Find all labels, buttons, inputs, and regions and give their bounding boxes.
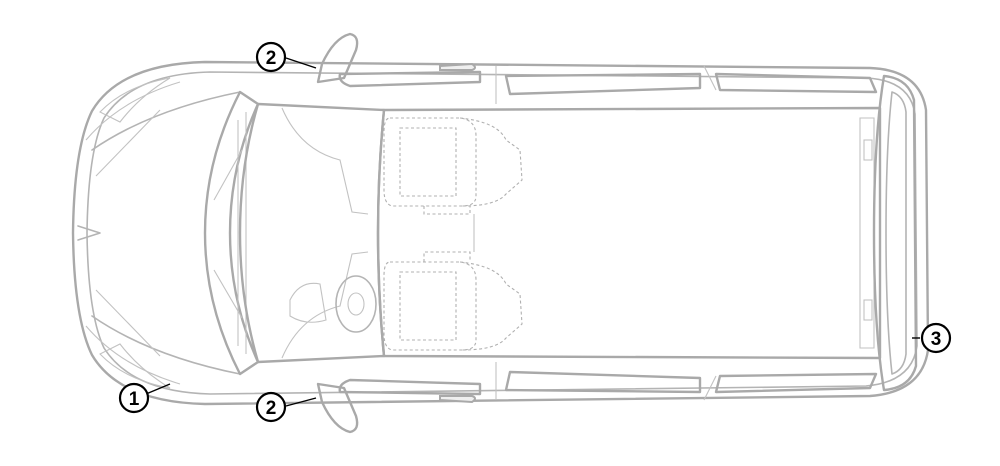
- cargo-area-outline: [376, 106, 882, 360]
- sliding-door-track-top: [703, 65, 717, 91]
- pedal-area: [289, 282, 327, 323]
- leader-line-2-bottom: [285, 397, 317, 407]
- grille-top: [85, 81, 181, 141]
- callout-2-bottom: 2: [255, 391, 287, 423]
- van-body-outline: [71, 60, 930, 406]
- door-handle-top: [439, 62, 476, 71]
- side-trim-top-rear: [714, 72, 878, 94]
- side-trim-bottom-middle: [504, 370, 702, 394]
- callout-2-top: 2: [255, 41, 287, 73]
- callout-1-label: 1: [129, 389, 140, 410]
- door-handle-bottom: [439, 395, 476, 404]
- cabin-partition-top: [281, 107, 369, 215]
- rear-door-outline: [872, 74, 918, 392]
- side-trim-bottom-rear: [714, 372, 878, 394]
- mirror-top: [316, 32, 359, 84]
- front-diag-2: [95, 289, 161, 357]
- side-trim-top-front: [338, 70, 482, 88]
- hood-left-line: [91, 91, 241, 151]
- side-trim-bottom-front: [338, 378, 482, 396]
- leader-line-2-top: [285, 57, 317, 69]
- wiper-1: [213, 149, 243, 201]
- driver-seat: [383, 251, 523, 351]
- callout-3: 3: [920, 322, 952, 354]
- leader-line-1: [145, 383, 171, 395]
- grille-bottom: [85, 325, 181, 385]
- cabin-outline: [238, 102, 386, 364]
- callout-3-label: 3: [931, 329, 942, 350]
- tie-down-bottom: [863, 299, 873, 321]
- van-body-inner-outline: [86, 71, 918, 395]
- callout-2-bottom-label: 2: [266, 398, 277, 419]
- side-trim-top-middle: [504, 72, 702, 96]
- cargo-rear-inner: [859, 117, 875, 349]
- steering-wheel: [335, 275, 377, 333]
- headlight-bottom: [99, 343, 171, 389]
- sliding-door-track-bottom: [703, 375, 717, 401]
- callout-2-top-label: 2: [266, 48, 277, 69]
- rear-bumper-inner: [885, 91, 907, 375]
- hood-right-line: [91, 315, 241, 375]
- mirror-bottom: [316, 382, 359, 434]
- steering-wheel-hub: [347, 292, 365, 316]
- callout-1: 1: [118, 382, 150, 414]
- hood-center-ridge: [77, 225, 101, 241]
- passenger-seat: [383, 117, 523, 215]
- tie-down-top: [863, 139, 873, 161]
- front-diag-1: [95, 109, 161, 177]
- windshield-outline: [203, 90, 260, 376]
- cabin-partition-bottom: [281, 251, 369, 359]
- headlight-top: [99, 77, 171, 123]
- wiper-2: [213, 269, 243, 319]
